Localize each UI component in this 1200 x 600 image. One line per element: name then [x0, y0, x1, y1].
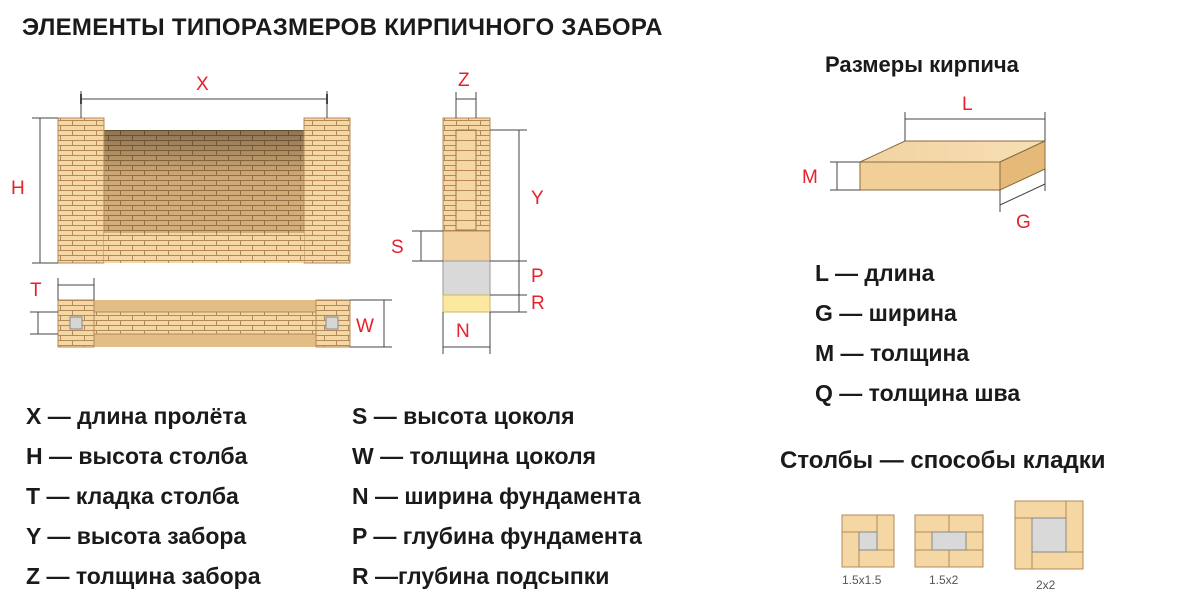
legend-item: G — ширина	[815, 300, 957, 326]
dimension-m: M	[802, 161, 860, 191]
label-h: H	[11, 178, 25, 199]
legend-item: N — ширина фундамента	[352, 483, 641, 509]
fence-side-section	[442, 117, 491, 313]
legend-item: H — высота столба	[26, 443, 248, 469]
legend-item: Q — толщина шва	[815, 380, 1021, 406]
legend-item: X — длина пролёта	[26, 403, 247, 429]
dimension-l: L	[904, 94, 1046, 141]
legend-item: Y — высота забора	[26, 523, 247, 549]
pillar-label-1: 1.5x1.5	[842, 573, 882, 587]
right-pillar	[303, 117, 351, 264]
dimension-h: H	[11, 117, 58, 264]
dimension-w-left	[30, 311, 58, 335]
page-title: ЭЛЕМЕНТЫ ТИПОРАЗМЕРОВ КИРПИЧНОГО ЗАБОРА	[22, 14, 663, 41]
brick-front-face	[859, 161, 1001, 191]
dimension-y: Y	[490, 129, 544, 262]
legend-item: P — глубина фундамента	[352, 523, 642, 549]
legend-item: M — толщина	[815, 340, 970, 366]
label-w: W	[356, 316, 374, 337]
legend-item: R —глубина подсыпки	[352, 563, 610, 589]
section-plinth	[442, 230, 491, 262]
legend-item: T — кладка столба	[26, 483, 239, 509]
label-m: M	[802, 167, 818, 188]
brick-3d	[859, 140, 1046, 191]
plan-right-pillar-core	[325, 316, 339, 330]
section-sand-bedding	[442, 294, 491, 313]
legend-brick: L — длина G — ширина M — толщина Q — тол…	[815, 253, 1020, 413]
pillar-type-2x2	[1014, 500, 1084, 570]
dimension-t: T	[30, 278, 95, 301]
dimension-n: N	[442, 312, 491, 354]
dimension-g: G	[999, 169, 1046, 233]
label-r: R	[531, 293, 545, 314]
label-g: G	[1016, 212, 1031, 233]
plan-wall-top	[93, 311, 317, 335]
label-t: T	[30, 280, 42, 301]
fence-top-view	[57, 299, 351, 348]
dimension-w: W	[350, 299, 392, 348]
legend-item: S — высота цоколя	[352, 403, 575, 429]
label-x: X	[196, 74, 209, 95]
section-wall-core	[455, 129, 477, 231]
pillar-label-3: 2x2	[1036, 578, 1056, 592]
legend-item: L — длина	[815, 260, 935, 286]
dimension-s: S	[391, 230, 443, 262]
brick-section-title: Размеры кирпича	[825, 52, 1019, 77]
label-n: N	[456, 321, 470, 342]
pillars-section-title: Столбы — способы кладки	[780, 447, 1106, 474]
pillar-label-2: 1.5x2	[929, 573, 959, 587]
legend-fence-left: X — длина пролёта H — высота столба T — …	[26, 396, 261, 596]
fence-front-view	[57, 117, 351, 264]
pillar-type-1-5x1-5	[841, 514, 895, 568]
plan-left-pillar-core	[69, 316, 83, 330]
label-p: P	[531, 266, 544, 287]
legend-item: Z — толщина забора	[26, 563, 261, 589]
dimension-r: R	[490, 293, 545, 314]
label-z: Z	[458, 70, 470, 91]
fence-wall-bottom-row	[104, 233, 304, 263]
dimension-p: P	[490, 261, 544, 296]
legend-fence-middle: S — высота цоколя W — толщина цоколя N —…	[352, 396, 642, 596]
legend-item: W — толщина цоколя	[352, 443, 597, 469]
dimension-x: X	[80, 74, 328, 118]
section-foundation	[442, 260, 491, 296]
left-pillar	[57, 117, 105, 264]
label-l: L	[962, 94, 973, 115]
pillar-type-1-5x2	[914, 514, 984, 568]
label-s: S	[391, 237, 404, 258]
dimension-z: Z	[455, 70, 477, 118]
label-y: Y	[531, 188, 544, 209]
